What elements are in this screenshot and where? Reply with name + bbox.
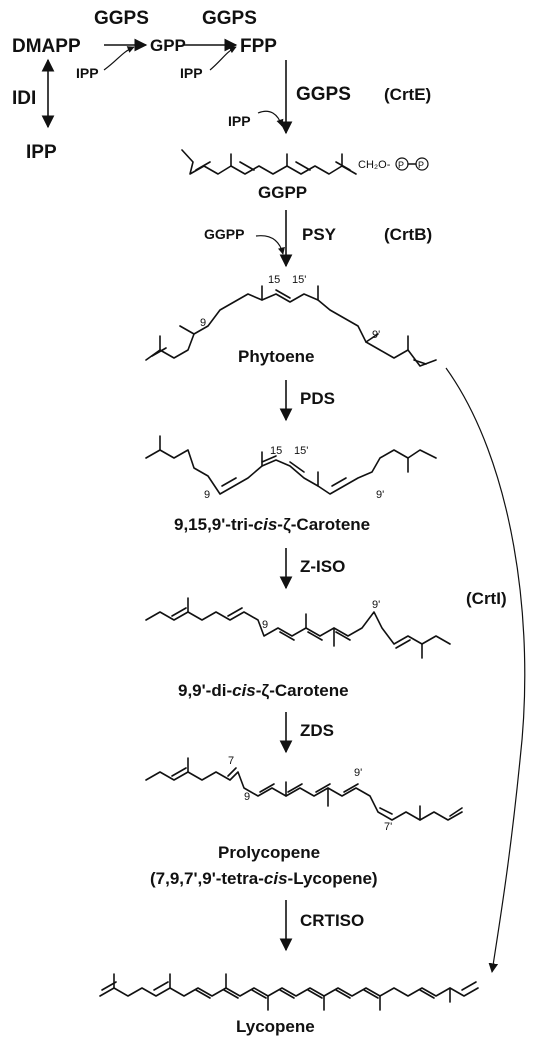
ipp-input-label-1: IPP (76, 65, 99, 81)
phytoene-pos-15: 15 (268, 274, 280, 286)
zeta-carotene-di-cis-structure: 9 9' (145, 597, 451, 659)
psy-substrate-arrow (255, 235, 285, 255)
crti-label: (CrtI) (466, 589, 507, 608)
zeta-carotene-tri-cis-structure: 15 15' 9 9' (145, 435, 437, 501)
zeta-tri-pos-9p: 9' (376, 489, 384, 501)
ggps-label-2: GGPS (202, 8, 257, 29)
ggpp-name: GGPP (258, 183, 307, 202)
zeta-carotene-di-cis-name: 9,9'-di-cis-ζ-Carotene (178, 681, 349, 700)
lycopene-name: Lycopene (236, 1017, 315, 1036)
phytoene-pos-15p: 15' (292, 274, 306, 286)
lycopene-structure (99, 973, 479, 1011)
dmapp-label: DMAPP (12, 36, 81, 57)
pds-enzyme: PDS (300, 389, 335, 408)
prolycopene-pos-7: 7 (228, 755, 234, 767)
ggpp-phosphate-1: P (398, 160, 404, 170)
ipp-input-arrow-3 (257, 110, 284, 127)
phytoene-structure: 15 15' 9 9' (145, 274, 437, 367)
ggps-label-1: GGPS (94, 8, 149, 29)
ipp-input-label-3: IPP (228, 113, 251, 129)
ggpp-phosphate-label: CH₂O- (358, 159, 391, 171)
zeta-tri-pos-15: 15 (270, 445, 282, 457)
prolycopene-pos-7p: 7' (384, 821, 392, 833)
gpp-label: GPP (150, 36, 186, 55)
prolycopene-alt-name: (7,9,7',9'-tetra-cis-Lycopene) (150, 869, 378, 888)
ggpp-structure: CH₂O- P P (181, 149, 429, 175)
prolycopene-name: Prolycopene (218, 843, 320, 862)
phytoene-pos-9: 9 (200, 317, 206, 329)
ziso-enzyme: Z-ISO (300, 557, 345, 576)
zeta-carotene-tri-cis-name: 9,15,9'-tri-cis-ζ-Carotene (174, 515, 370, 534)
phytoene-name: Phytoene (238, 347, 315, 366)
prolycopene-pos-9: 9 (244, 791, 250, 803)
ipp-input-arrow-2 (209, 46, 237, 71)
idi-label: IDI (12, 88, 36, 109)
zds-enzyme: ZDS (300, 721, 334, 740)
crtiso-enzyme: CRTISO (300, 911, 364, 930)
ggpp-phosphate-2: P (418, 160, 424, 170)
zeta-di-pos-9: 9 (262, 619, 268, 631)
phytoene-pos-9p: 9' (372, 329, 380, 341)
crti-bypass-arrow (445, 367, 526, 973)
ggps-label-3: GGPS (296, 84, 351, 105)
fpp-label: FPP (240, 36, 277, 57)
crte-label: (CrtE) (384, 85, 431, 104)
psy-substrate: GGPP (204, 226, 244, 242)
ipp-input-arrow-1 (103, 46, 135, 71)
zeta-tri-pos-15p: 15' (294, 445, 308, 457)
prolycopene-structure: 7 9 9' 7' (145, 755, 463, 833)
crtb-label: (CrtB) (384, 225, 432, 244)
psy-enzyme: PSY (302, 225, 337, 244)
ipp-input-label-2: IPP (180, 65, 203, 81)
zeta-di-pos-9p: 9' (372, 599, 380, 611)
ipp-label: IPP (26, 142, 57, 163)
prolycopene-pos-9p: 9' (354, 767, 362, 779)
zeta-tri-pos-9: 9 (204, 489, 210, 501)
